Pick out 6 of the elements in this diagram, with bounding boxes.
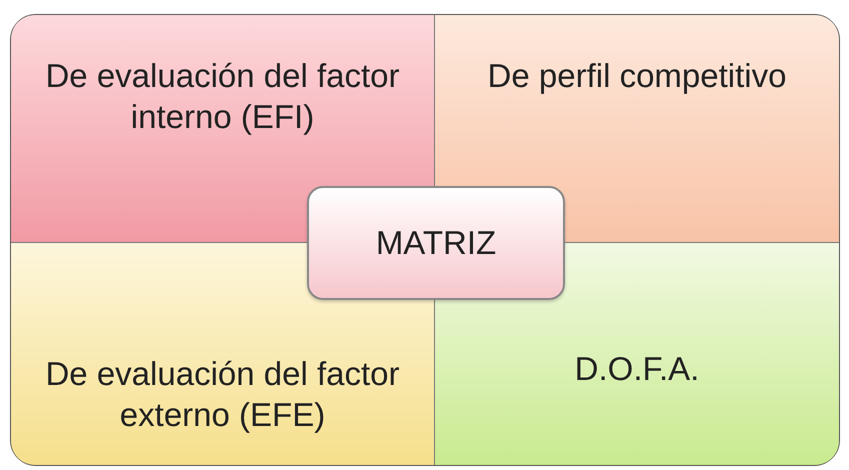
quadrant-label: De evaluación del factor interno (EFI) [44,56,401,138]
center-label: MATRIZ [376,223,496,264]
quadrant-label: D.O.F.A. [574,349,700,390]
quadrant-label: De evaluación del factor externo (EFE) [44,354,401,435]
center-box [307,186,565,300]
quadrant-label: De perfil competitivo [488,56,786,96]
